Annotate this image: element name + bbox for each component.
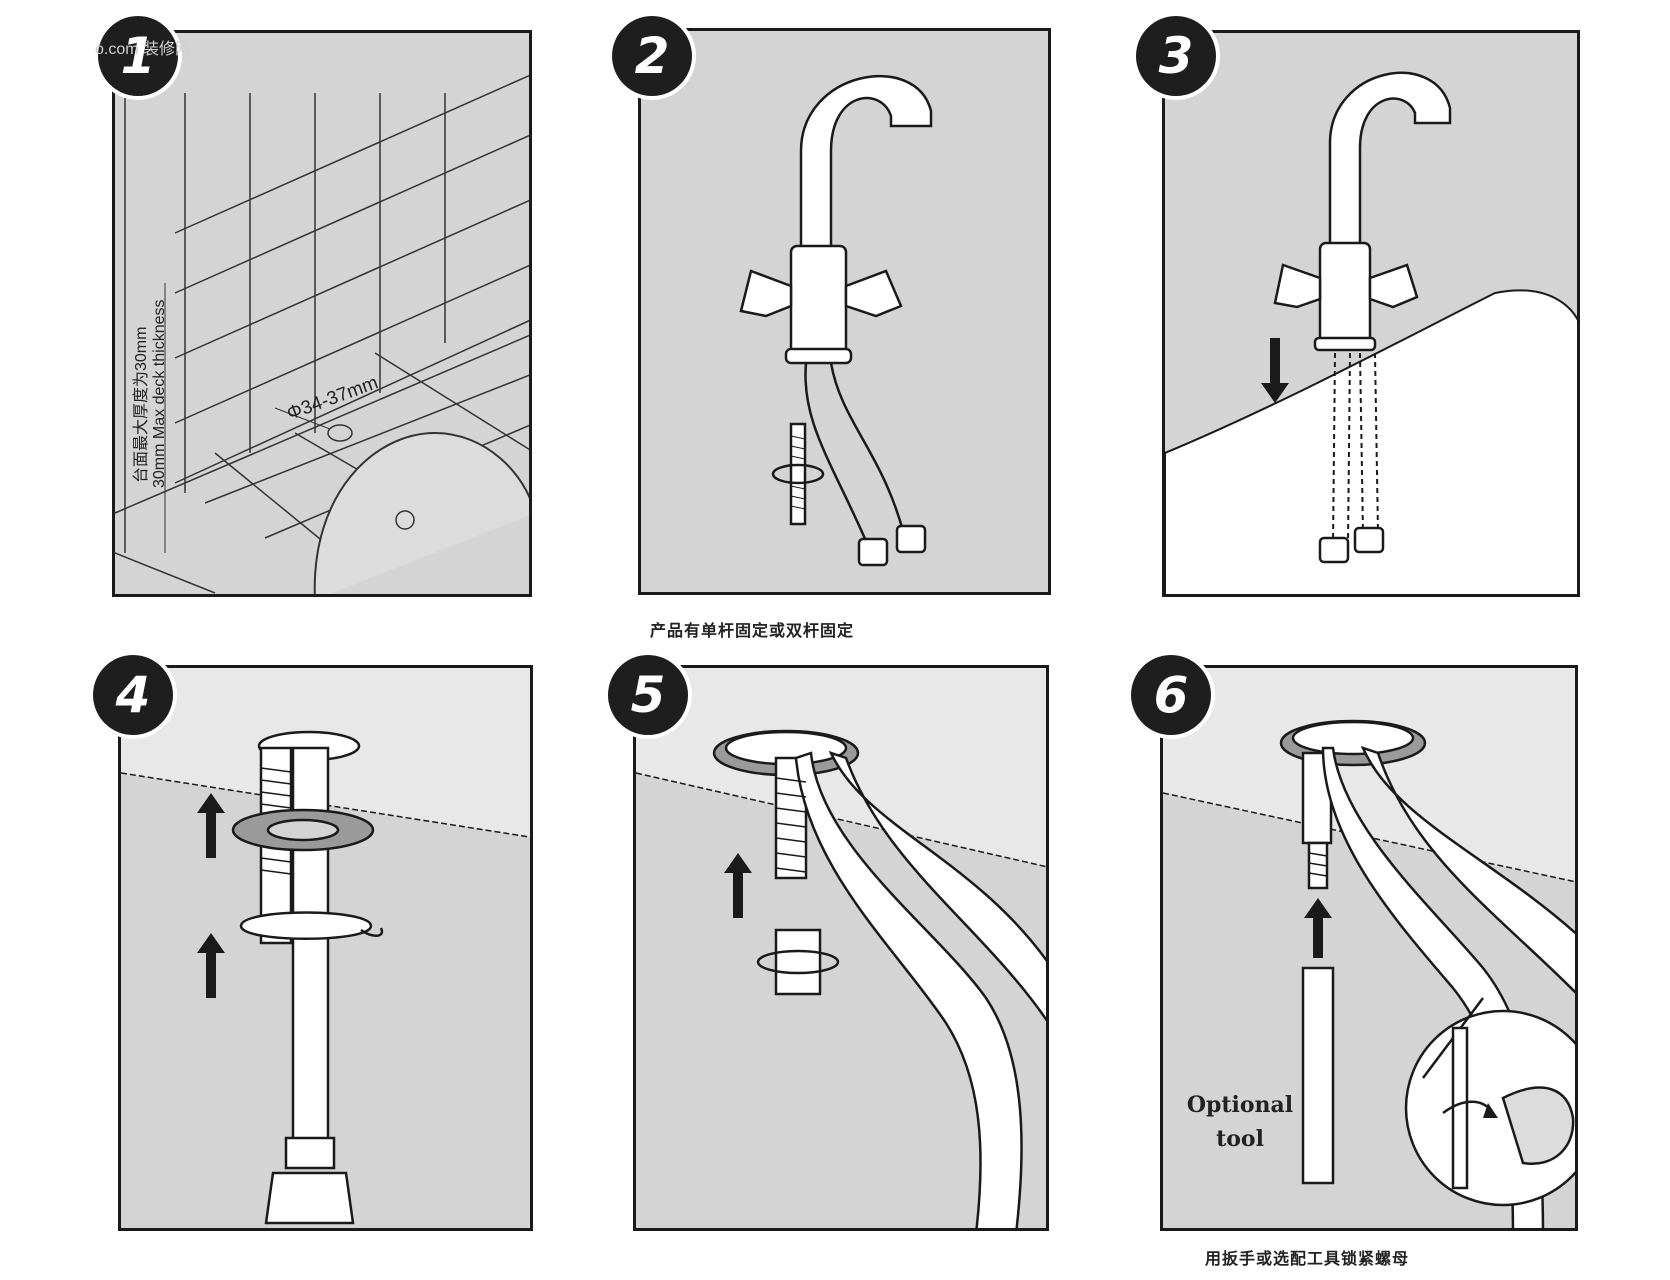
rotate-arrow-icon [1483, 1103, 1498, 1118]
optional-tool-line-1: Optional [1186, 1092, 1294, 1118]
step-6-panel: Optional tool [1160, 665, 1578, 1231]
down-arrow-icon [1261, 338, 1289, 403]
optional-tool-label: Optional tool [1185, 1088, 1295, 1156]
up-arrow-icon [197, 793, 225, 858]
step-number-badge: 2 [612, 16, 692, 96]
optional-tool-illustration [1163, 668, 1575, 1228]
step-number-badge: 4 [93, 655, 173, 735]
faucet-illustration [739, 74, 933, 567]
optional-tool-line-2: tool [1216, 1126, 1264, 1152]
mounting-rod-washer-illustration [121, 668, 530, 1225]
step-number-badge: 5 [608, 655, 688, 735]
tighten-nut-caption: 用扳手或选配工具锁紧螺母 [1205, 1249, 1410, 1268]
deck-thickness-chinese-label: 台面最大厚度为30mm [133, 326, 150, 483]
rod-fixing-caption: 产品有单杆固定或双杆固定 [650, 621, 855, 640]
nut-tightening-illustration [636, 668, 1046, 1228]
faucet-into-sink-illustration [1165, 71, 1577, 594]
up-arrow-icon [197, 933, 225, 998]
up-arrow-icon [1304, 898, 1332, 958]
step-1-panel: 台面最大厚度为30mm 30mm Max deck thickness Φ34-… [112, 30, 532, 597]
step-number-badge: 1 [98, 16, 178, 96]
step-number-badge: 6 [1131, 655, 1211, 735]
up-arrow-icon [724, 853, 752, 918]
step-4-panel [118, 665, 533, 1231]
step-3-panel [1162, 30, 1580, 597]
step-5-panel [633, 665, 1049, 1231]
wall-tile-grid-illustration [115, 74, 529, 594]
step-2-panel [638, 28, 1051, 595]
deck-thickness-english-label: 30mm Max deck thickness [151, 299, 168, 488]
step-number-badge: 3 [1136, 16, 1216, 96]
watermark: o.com 装修网 [95, 41, 192, 58]
